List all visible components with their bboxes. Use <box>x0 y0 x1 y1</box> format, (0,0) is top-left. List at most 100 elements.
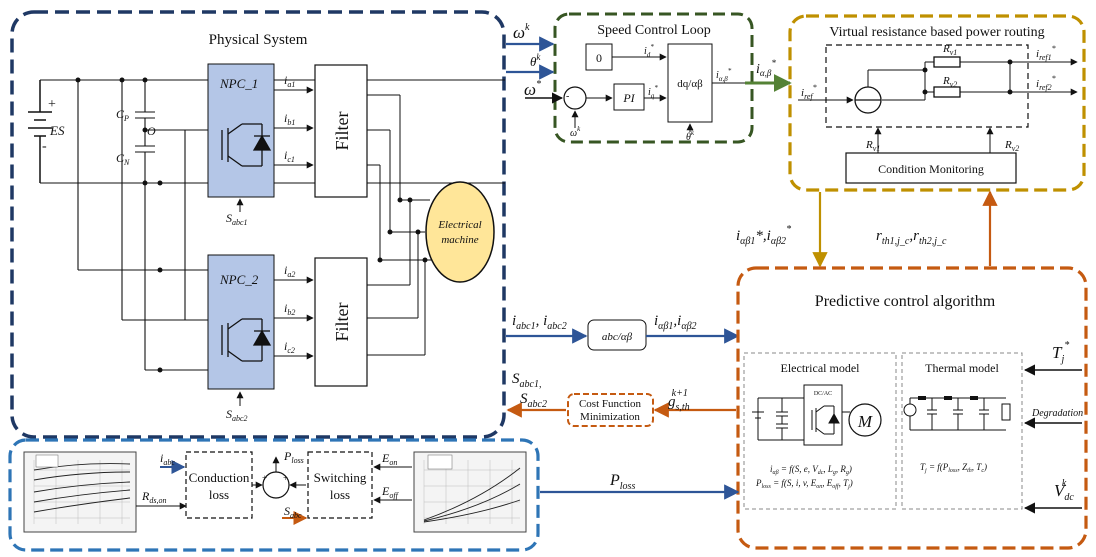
switching-loss-block <box>307 451 373 519</box>
machine-junction-dots <box>377 197 428 263</box>
sabc-loss-label: Sabc <box>284 504 302 520</box>
omega-k-input-label: ωk <box>513 22 530 42</box>
thermal-resistor-marks <box>918 396 978 400</box>
npc1-phase-lines <box>274 86 314 169</box>
speed-loop-border <box>553 12 754 144</box>
filter1-block <box>314 64 368 198</box>
cost-function-label-line1: Cost Function <box>579 398 642 410</box>
physical-system-border <box>10 10 506 439</box>
filter-to-machine-wiring <box>367 94 432 356</box>
ia1-label: ia1 <box>284 73 295 89</box>
conduction-datasheet-plot <box>23 451 137 533</box>
capacitor-n-label: CN <box>116 151 130 167</box>
g-label: gs,thk+1 <box>668 388 690 413</box>
speed-loop-wiring <box>571 53 745 132</box>
dcac-label: DC/AC <box>814 391 832 397</box>
iab-ref-inner-label: iα,β* <box>716 67 732 83</box>
iabc-label: iabc1, iabc2 <box>512 313 567 332</box>
motor-label: M <box>857 412 873 431</box>
ic2-label: ic2 <box>284 339 295 355</box>
iab12-label: iαβ1,iαβ2 <box>654 313 697 332</box>
thermal-network-icon <box>903 397 1011 431</box>
iabc-loss-label: iabc <box>160 451 175 467</box>
junction-dots <box>75 77 163 373</box>
ib2-label: ib2 <box>284 301 295 317</box>
zero-label: 0 <box>596 51 602 65</box>
pi-block <box>613 83 645 111</box>
battery-label: ES <box>49 123 65 138</box>
dc-bus-wiring <box>77 80 208 371</box>
electrical-eq1: iαβ = f(S, e, Vdc, Lg, Rg) <box>770 464 852 476</box>
iref-input-label: iref* <box>801 83 817 101</box>
capacitor-p-label: CP <box>116 107 129 123</box>
routing-junction-dots <box>922 59 1013 95</box>
rv2-resistor-icon <box>933 86 961 98</box>
machine-label-line2: machine <box>441 234 478 246</box>
speed-control-loop: Speed Control Loop 0 - PI dq/αβ id* iq* … <box>506 12 792 144</box>
battery-minus-sign: - <box>42 139 47 154</box>
filter2-label: Filter <box>332 302 352 341</box>
theta-input-label: θk <box>530 52 541 69</box>
zero-block <box>585 43 613 71</box>
predictive-border <box>736 266 1088 550</box>
converter-circuit-icon <box>752 384 850 446</box>
battery-plus-sign: + <box>48 97 56 112</box>
filter1-label: Filter <box>332 111 352 150</box>
sabc1-out-label: Sabc1, <box>512 371 541 390</box>
routing-wiring <box>798 58 1078 153</box>
conduction-loss-label-line1: Conduction <box>189 470 250 485</box>
sabc1-label: Sabc1 <box>226 211 248 227</box>
eoff-label: Eoff <box>381 484 400 500</box>
conduction-loss-block <box>185 451 253 519</box>
condition-monitoring-label: Condition Monitoring <box>878 162 984 176</box>
omega-ref-input-label: ω* <box>524 79 541 99</box>
switching-path: Cost Function Minimization Sabc1, Sabc2 … <box>506 371 736 427</box>
npc1-block <box>207 63 275 198</box>
power-routing: Virtual resistance based power routing <box>788 14 1086 192</box>
electrical-eq2: Ploss = f(S, i, v, Eon, Eoff, Tj) <box>755 478 853 490</box>
physical-system: Physical System + - ES <box>10 10 506 439</box>
npc2-phase-lines <box>274 276 314 360</box>
theta-feedback-label: θk <box>686 129 695 143</box>
machine-label-line1: Electrical <box>437 219 481 231</box>
iref1-output-label: iref1* <box>1036 44 1056 62</box>
sabc2-label: Sabc2 <box>226 407 248 423</box>
speed-sum-minus: - <box>566 91 569 102</box>
loss-model: iabc Rds,on Conduction loss + + Ploss Sw… <box>8 438 540 552</box>
predictive-control: Predictive control algorithm Electrical … <box>736 266 1088 550</box>
omega-feedback-label: ωk <box>570 125 581 139</box>
rv1-resistor-icon <box>933 56 961 68</box>
sabc2-out-label: Sabc2 <box>520 391 547 410</box>
vdc-label: Vdck <box>1054 478 1074 503</box>
npc2-block <box>207 254 275 390</box>
electrical-machine <box>425 181 495 283</box>
routing-inner-box <box>825 44 1029 128</box>
npc2-label: NPC_2 <box>219 272 259 287</box>
id-ref-label: id* <box>644 43 654 59</box>
speed-loop-title: Speed Control Loop <box>597 23 711 38</box>
ic1-label: ic1 <box>284 148 295 164</box>
switching-loss-label-line1: Switching <box>314 470 367 485</box>
rdson-label: Rds,on <box>141 489 166 505</box>
rth-label: rth1,j_c,rth2,j_c <box>876 228 947 247</box>
conduction-loss-label-line2: loss <box>209 487 229 502</box>
thermal-model-title: Thermal model <box>925 361 999 375</box>
degradation-label: Degradation <box>1031 408 1083 419</box>
cost-function-block <box>567 393 654 427</box>
ploss-inner-label: Ploss <box>283 449 304 465</box>
loss-model-border <box>8 438 540 552</box>
measurement-path: abc/αβ iabc1, iabc2 iαβ1,iαβ2 <box>506 313 740 351</box>
motor-icon <box>848 403 882 437</box>
thermal-eq: Tj = f(Ploss, Zth, Tc) <box>920 462 987 474</box>
ia2-label: ia2 <box>284 263 295 279</box>
rv2-signal-label: Rv2 <box>1004 139 1019 153</box>
midpoint-o-label: O <box>147 124 156 138</box>
npc1-label: NPC_1 <box>219 76 258 91</box>
iref2-output-label: iref2* <box>1036 74 1056 92</box>
rv1-label: Rv1 <box>942 43 957 57</box>
loss-sum-plus1: + <box>262 473 267 483</box>
rv2-label: Rv2 <box>942 75 957 89</box>
iab-ref-output-label: iα,β* <box>756 58 776 78</box>
switching-loss-label-line2: loss <box>330 487 350 502</box>
